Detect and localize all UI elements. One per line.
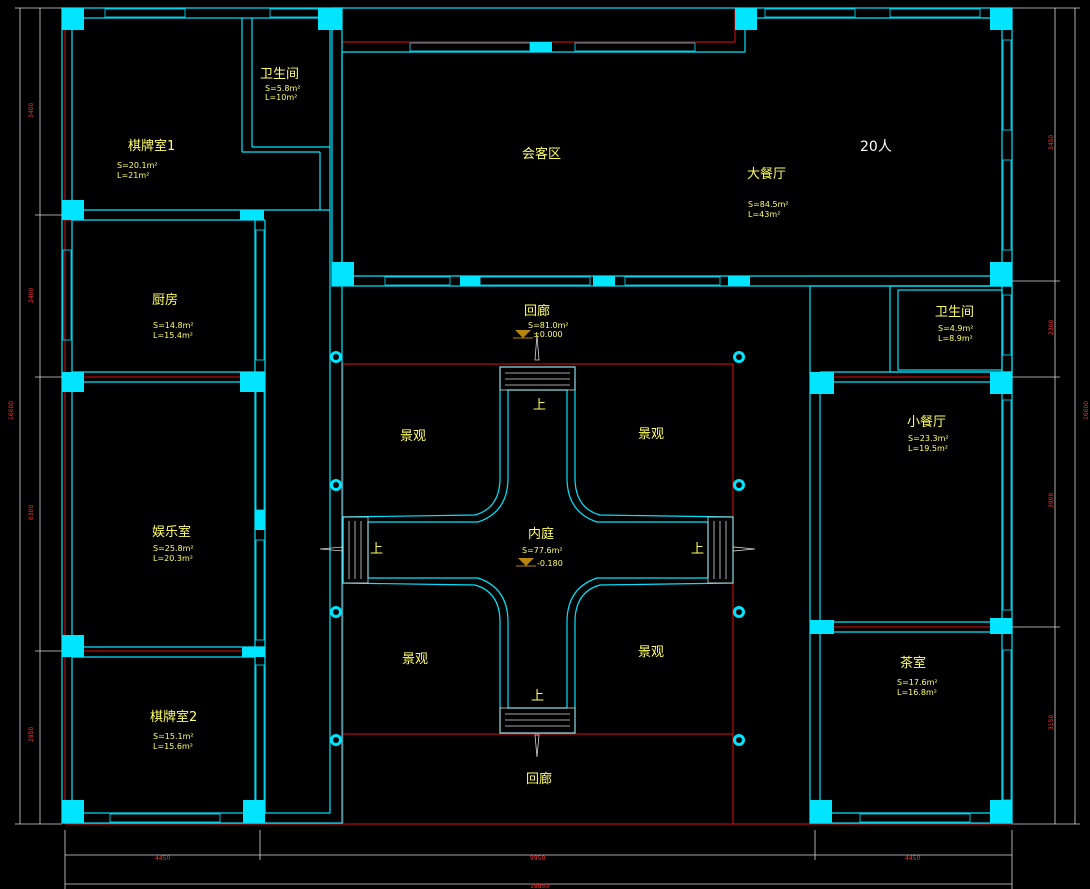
dimension-label: 2400 xyxy=(28,288,35,303)
dimension-label: 2850 xyxy=(28,727,35,742)
room-area-chufang: S=14.8m² xyxy=(153,321,194,330)
room-name-huilang-bottom: 回廊 xyxy=(526,771,552,787)
room-name-qipai2: 棋牌室2 xyxy=(150,709,197,725)
room-area-qipai2: S=15.1m² xyxy=(153,732,194,741)
room-length-chashi: L=16.8m² xyxy=(897,688,937,697)
room-area-yule: S=25.8m² xyxy=(153,544,194,553)
room-length-wc-top: L=10m² xyxy=(265,93,297,102)
room-name-huilang-top: 回廊 xyxy=(524,303,550,319)
dimension-total-label: 18850 xyxy=(530,883,549,889)
room-area-dacanting: S=84.5m² xyxy=(748,200,789,209)
dimension-label: 4450 xyxy=(905,855,920,862)
dimension-lines xyxy=(15,7,1080,889)
room-area-neiting: S=77.6m² xyxy=(522,546,563,555)
dimension-total-label: 16000 xyxy=(8,401,15,420)
room-name-huike: 会客区 xyxy=(522,146,561,162)
landscape-label: 景观 xyxy=(638,427,664,442)
step-labels: 上 上 上 上 xyxy=(370,398,704,704)
step-up-label: 上 xyxy=(533,398,546,413)
step-up-label: 上 xyxy=(531,689,544,704)
step-up-label: 上 xyxy=(370,542,383,557)
courtyard-cross xyxy=(319,334,756,758)
room-area-chashi: S=17.6m² xyxy=(897,678,938,687)
elevation-markers xyxy=(513,330,536,567)
room-length-qipai1: L=21m² xyxy=(117,171,149,180)
room-capacity-dacanting: 20人 xyxy=(860,139,892,155)
dimension-label: 2300 xyxy=(1048,320,1055,335)
dimension-label: 3150 xyxy=(1048,715,1055,730)
landscape-labels: 景观 景观 景观 景观 xyxy=(400,427,664,667)
dimension-label: 3450 xyxy=(1048,135,1055,150)
room-length-xiaocanting: L=19.5m² xyxy=(908,444,948,453)
dimension-label: 9950 xyxy=(530,855,545,862)
dimension-total-label: 16000 xyxy=(1083,401,1090,420)
landscape-label: 景观 xyxy=(402,652,428,667)
room-length-dacanting: L=43m² xyxy=(748,210,780,219)
room-name-wc-right: 卫生间 xyxy=(935,305,974,320)
dimension-label: 4450 xyxy=(155,855,170,862)
columns xyxy=(62,8,1012,823)
landscape-label: 景观 xyxy=(638,645,664,660)
room-length-chufang: L=15.4m² xyxy=(153,331,193,340)
room-elevation-huilang-top: ±0.000 xyxy=(533,330,563,339)
room-name-xiaocanting: 小餐厅 xyxy=(907,414,946,430)
room-name-chufang: 厨房 xyxy=(152,292,178,308)
room-name-chashi: 茶室 xyxy=(900,655,926,671)
room-elevation-neiting: -0.180 xyxy=(537,559,563,568)
round-columns xyxy=(330,351,745,746)
room-length-wc-right: L=8.9m² xyxy=(938,334,973,343)
room-labels: 棋牌室1 S=20.1m² L=21m² 卫生间 S=5.8m² L=10m² … xyxy=(117,67,974,787)
landscape-label: 景观 xyxy=(400,429,426,444)
room-name-dacanting: 大餐厅 xyxy=(747,166,786,182)
dimension-labels: 4450 9950 4450 18850 3400 2400 6300 2850… xyxy=(8,103,1090,889)
room-name-qipai1: 棋牌室1 xyxy=(128,138,175,154)
room-name-wc-top: 卫生间 xyxy=(260,67,299,82)
dimension-label: 3900 xyxy=(1048,493,1055,508)
room-area-qipai1: S=20.1m² xyxy=(117,161,158,170)
room-area-xiaocanting: S=23.3m² xyxy=(908,434,949,443)
room-length-qipai2: L=15.6m² xyxy=(153,742,193,751)
dimension-label: 3400 xyxy=(28,103,35,118)
room-area-wc-right: S=4.9m² xyxy=(938,324,974,333)
room-name-neiting: 内庭 xyxy=(528,526,554,542)
dimension-label: 6300 xyxy=(28,505,35,520)
room-name-yule: 娱乐室 xyxy=(152,524,191,540)
step-up-label: 上 xyxy=(691,542,704,557)
room-length-yule: L=20.3m² xyxy=(153,554,193,563)
room-area-wc-top: S=5.8m² xyxy=(265,84,301,93)
room-area-huilang-top: S=81.0m² xyxy=(528,321,569,330)
